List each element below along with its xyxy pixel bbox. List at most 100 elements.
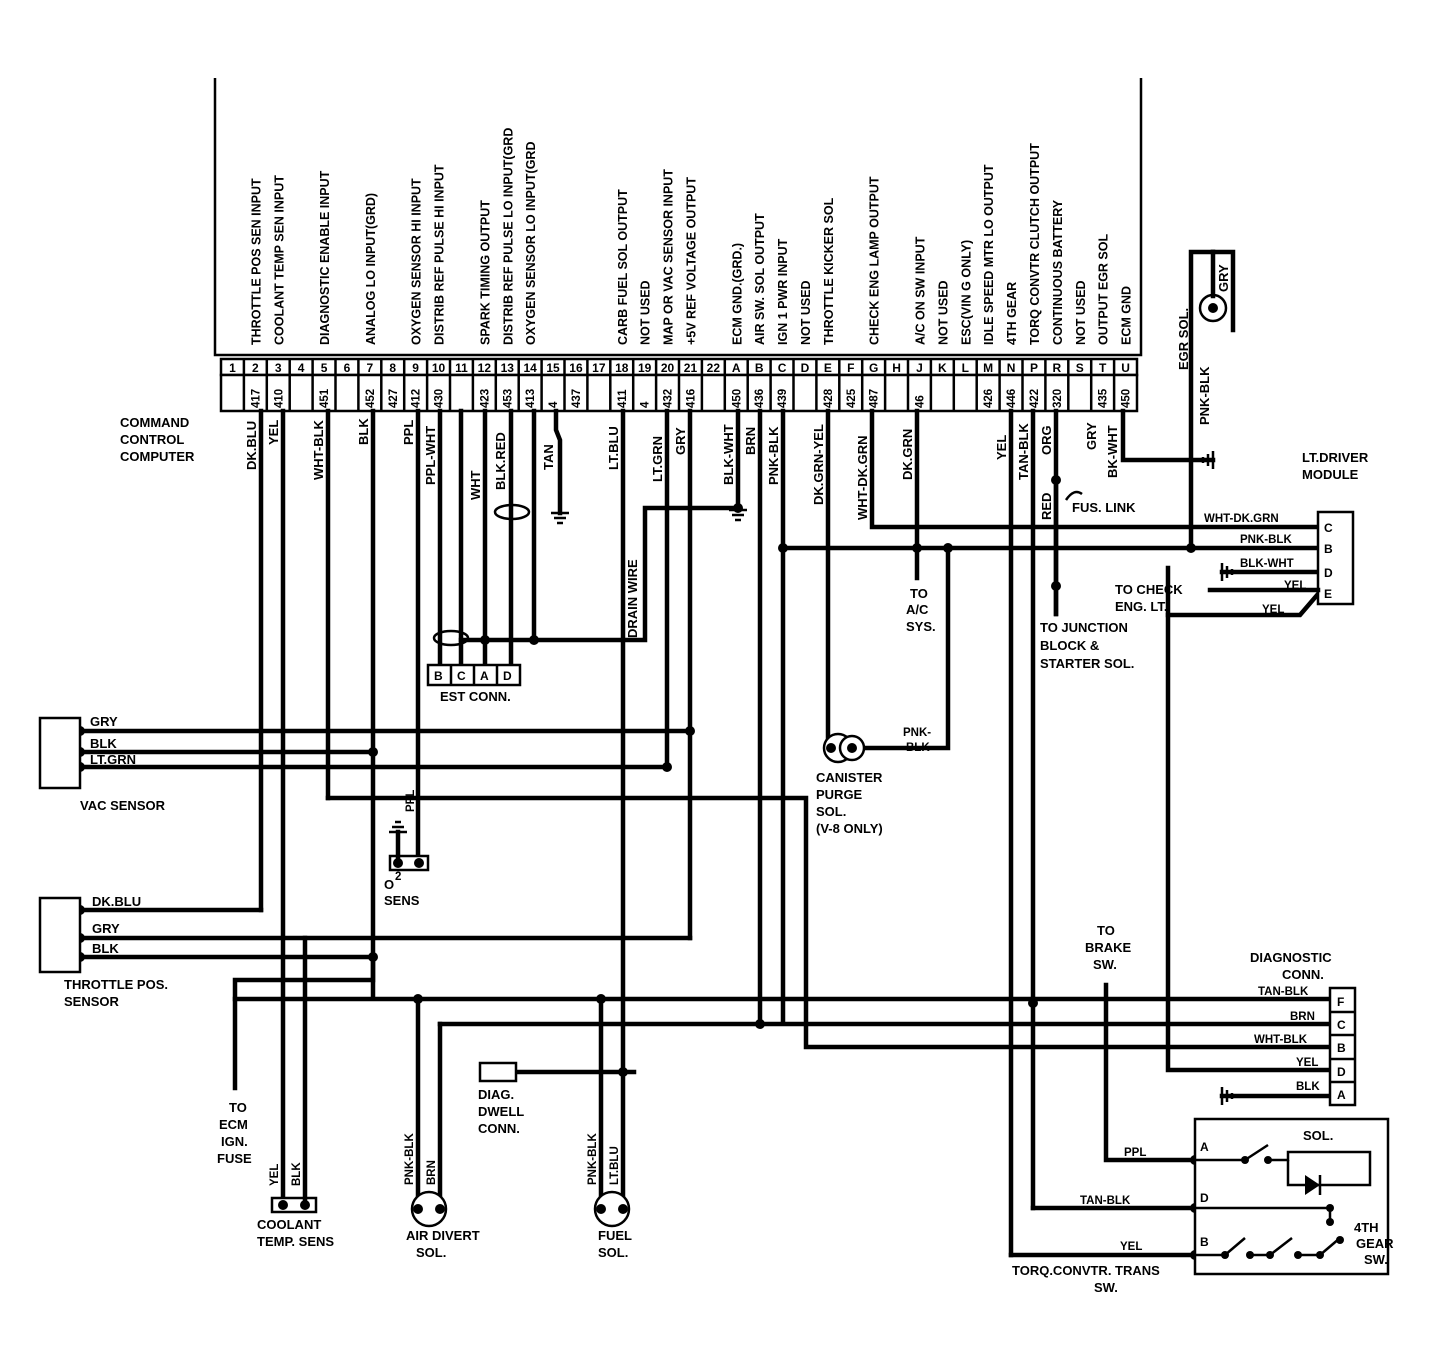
wire-code: 450 (731, 389, 743, 408)
lt-driver-module: C B D E LT.DRIVER MODULE WHT-DK.GRN PNK-… (1115, 450, 1369, 616)
svg-text:PPL: PPL (405, 790, 417, 812)
svg-text:D: D (1200, 1191, 1209, 1205)
pin-number: 1 (229, 361, 236, 375)
svg-text:A: A (1200, 1140, 1209, 1154)
svg-text:TORQ.CONVTR. TRANS: TORQ.CONVTR. TRANS (1012, 1263, 1160, 1278)
svg-text:BLK.RED: BLK.RED (493, 432, 508, 490)
svg-text:2: 2 (395, 871, 401, 883)
pin-function: OUTPUT EGR SOL (1097, 234, 1111, 345)
to-ac-1: TO (910, 586, 928, 601)
svg-text:YEL: YEL (994, 435, 1009, 460)
svg-text:SOL.: SOL. (416, 1245, 446, 1260)
pin-number: 9 (412, 361, 419, 375)
pin-function: IGN 1 PWR INPUT (776, 238, 790, 345)
computer-label-1: COMMAND (120, 415, 189, 430)
svg-text:DWELL: DWELL (478, 1104, 524, 1119)
egr-solenoid: EGR SOL. GRY PNK-BLK (1176, 249, 1231, 425)
svg-text:PURGE: PURGE (816, 787, 863, 802)
pin-number: C (778, 361, 787, 375)
svg-text:B: B (1337, 1041, 1346, 1055)
wire-labels: DK.BLU YEL WHT-BLK BLK PPL PPL-WHT WHT B… (244, 418, 1120, 638)
pin-number: N (1007, 361, 1016, 375)
svg-text:E: E (1324, 587, 1332, 601)
throttle-pos-sensor: DK.BLU GRY BLK THROTTLE POS. SENSOR (38, 894, 168, 1009)
wire-code: 453 (502, 389, 514, 408)
air-divert-solenoid: PNK-BLK BRN AIR DIVERT SOL. (404, 1133, 480, 1260)
svg-text:TEMP. SENS: TEMP. SENS (257, 1234, 334, 1249)
pin-function: OXYGEN SENSOR LO INPUT(GRD (524, 142, 538, 346)
wire-code: 430 (434, 389, 446, 408)
svg-text:TO: TO (1097, 923, 1115, 938)
svg-text:GRY: GRY (90, 714, 118, 729)
svg-text:A: A (480, 669, 489, 683)
pin-function: THROTTLE KICKER SOL (822, 197, 836, 345)
wire-code: 437 (571, 389, 583, 408)
svg-text:CANISTER: CANISTER (816, 770, 883, 785)
svg-text:GRY: GRY (92, 921, 120, 936)
wire-code: 425 (846, 388, 858, 408)
wire-code: 426 (983, 389, 995, 408)
wire-code: 450 (1121, 389, 1133, 408)
svg-text:B: B (1200, 1235, 1209, 1249)
pin-number: 3 (275, 361, 282, 375)
svg-text:PNK-BLK: PNK-BLK (587, 1133, 599, 1185)
svg-text:D: D (1324, 566, 1333, 580)
pin-number: 19 (638, 361, 652, 375)
pin-function: DIAGNOSTIC ENABLE INPUT (318, 170, 332, 345)
pin-function: CARB FUEL SOL OUTPUT (616, 189, 630, 345)
pin-number: J (916, 361, 923, 375)
svg-text:COOLANT: COOLANT (257, 1217, 321, 1232)
svg-text:SOL.: SOL. (816, 804, 846, 819)
svg-text:LT.BLU: LT.BLU (609, 1146, 621, 1185)
pin-number: 6 (344, 361, 351, 375)
svg-text:DRAIN WIRE: DRAIN WIRE (625, 559, 640, 638)
to-junction-1: TO JUNCTION (1040, 620, 1128, 635)
svg-text:BRN: BRN (426, 1160, 438, 1185)
pin-function: NOT USED (1074, 280, 1088, 345)
svg-text:BK-WHT: BK-WHT (1105, 425, 1120, 478)
svg-text:CONN.: CONN. (1282, 967, 1324, 982)
svg-text:ECM: ECM (219, 1117, 248, 1132)
svg-text:BRAKE: BRAKE (1085, 940, 1132, 955)
svg-text:GRY: GRY (673, 427, 688, 455)
svg-text:DK.BLU: DK.BLU (244, 421, 259, 470)
svg-text:BLK: BLK (90, 736, 117, 751)
pin-number: 5 (321, 361, 328, 375)
wire-code: 436 (754, 389, 766, 408)
svg-text:PNK-BLK: PNK-BLK (766, 426, 781, 485)
wire-code: 423 (479, 389, 491, 408)
svg-text:BRN: BRN (743, 427, 758, 455)
svg-text:THROTTLE POS.: THROTTLE POS. (64, 977, 168, 992)
svg-text:FUSE: FUSE (217, 1151, 252, 1166)
svg-text:PPL: PPL (1124, 1147, 1146, 1159)
svg-text:WHT-BLK: WHT-BLK (311, 419, 326, 480)
fuel-solenoid: PNK-BLK LT.BLU FUEL SOL. (587, 1133, 632, 1260)
wire-code: 4 (548, 401, 560, 408)
svg-text:YEL: YEL (1296, 1057, 1318, 1069)
wire-code: 422 (1029, 389, 1041, 408)
wire-code: 411 (617, 389, 629, 408)
coolant-temp-sensor: YEL BLK COOLANT TEMP. SENS (257, 935, 334, 1249)
pin-number: 17 (592, 361, 606, 375)
wire-code: 435 (1098, 388, 1110, 408)
pin-function: ECM GND (1120, 286, 1134, 345)
svg-text:SW.: SW. (1364, 1252, 1388, 1267)
pin-number: 2 (252, 361, 259, 375)
svg-text:GRY: GRY (1084, 422, 1099, 450)
pin-function: ESC(VIN G ONLY) (959, 240, 973, 345)
svg-text:TO: TO (229, 1100, 247, 1115)
pin-number: K (938, 361, 947, 375)
pin-function: +5V REF VOLTAGE OUTPUT (684, 177, 698, 345)
wire-code: 4 (640, 401, 652, 408)
pin-number: B (755, 361, 764, 375)
svg-text:(V-8 ONLY): (V-8 ONLY) (816, 821, 883, 836)
svg-text:F: F (1337, 995, 1344, 1009)
svg-text:WHT-DK.GRN: WHT-DK.GRN (1204, 513, 1279, 525)
svg-text:C: C (457, 669, 466, 683)
svg-text:BLK: BLK (906, 742, 930, 754)
computer-label-2: CONTROL (120, 432, 184, 447)
pin-number: H (892, 361, 901, 375)
pin-function: TORQ CONVTR CLUTCH OUTPUT (1028, 143, 1042, 345)
svg-text:ENG. LT.: ENG. LT. (1115, 599, 1167, 614)
